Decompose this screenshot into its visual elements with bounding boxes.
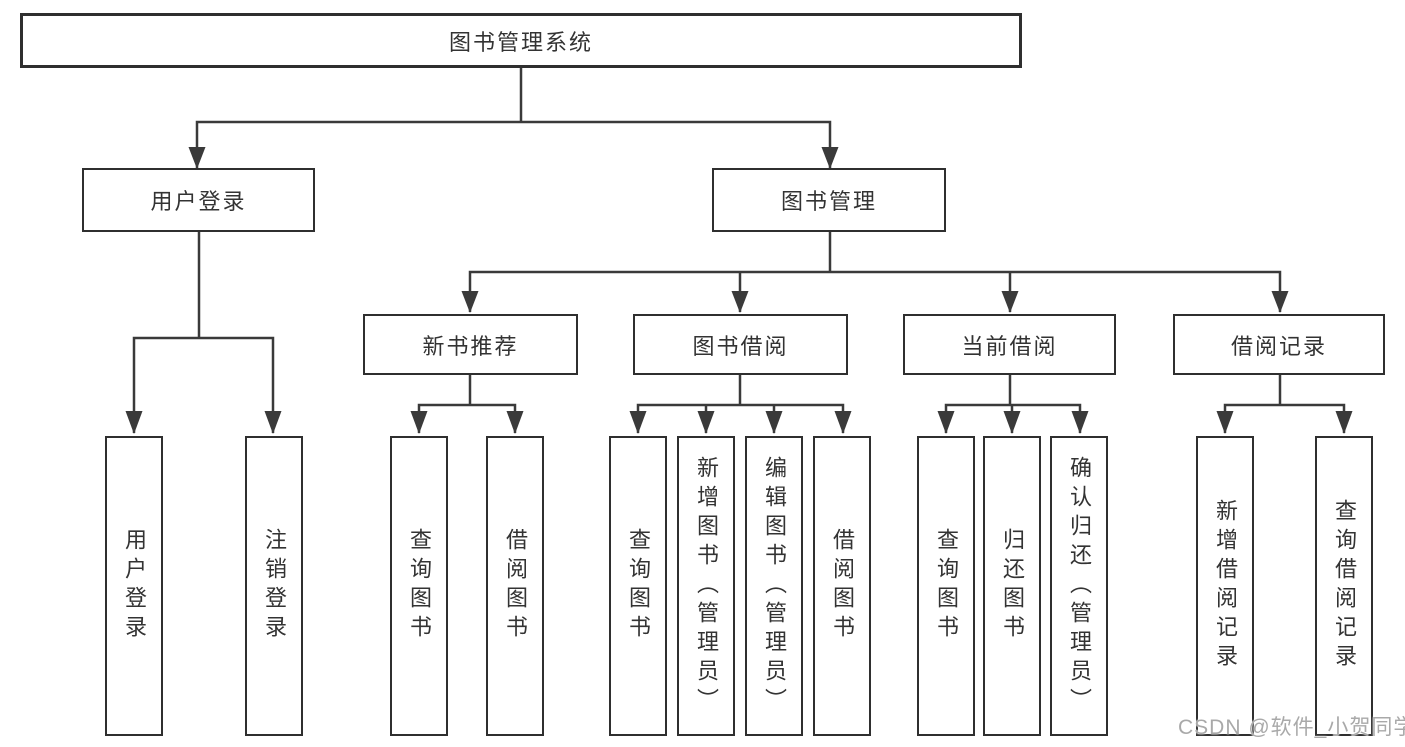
leaf-query-borrow-record: 查询借阅记录 [1315,436,1373,736]
leaf-query-books-recommend: 查询图书 [390,436,448,736]
leaf-add-books-admin: 新增图书（管理员） [677,436,735,736]
leaf-query-books-current: 查询图书 [917,436,975,736]
leaf-query-books-borrow: 查询图书 [609,436,667,736]
leaf-edit-books-admin: 编辑图书（管理员） [745,436,803,736]
node-current-borrow: 当前借阅 [903,314,1116,375]
node-book-management: 图书管理 [712,168,946,232]
leaf-borrow-books-recommend: 借阅图书 [486,436,544,736]
watermark: CSDN @软件_小贺同学 [1178,716,1405,739]
leaf-borrow-books: 借阅图书 [813,436,871,736]
leaf-add-borrow-record: 新增借阅记录 [1196,436,1254,736]
leaf-logout: 注销登录 [245,436,303,736]
node-library-system: 图书管理系统 [20,13,1022,68]
node-borrow-records: 借阅记录 [1173,314,1385,375]
leaf-user-login: 用户登录 [105,436,163,736]
node-user-login: 用户登录 [82,168,315,232]
node-new-book-recommend: 新书推荐 [363,314,578,375]
leaf-confirm-return-admin: 确认归还（管理员） [1050,436,1108,736]
leaf-return-books: 归还图书 [983,436,1041,736]
node-book-borrow: 图书借阅 [633,314,848,375]
